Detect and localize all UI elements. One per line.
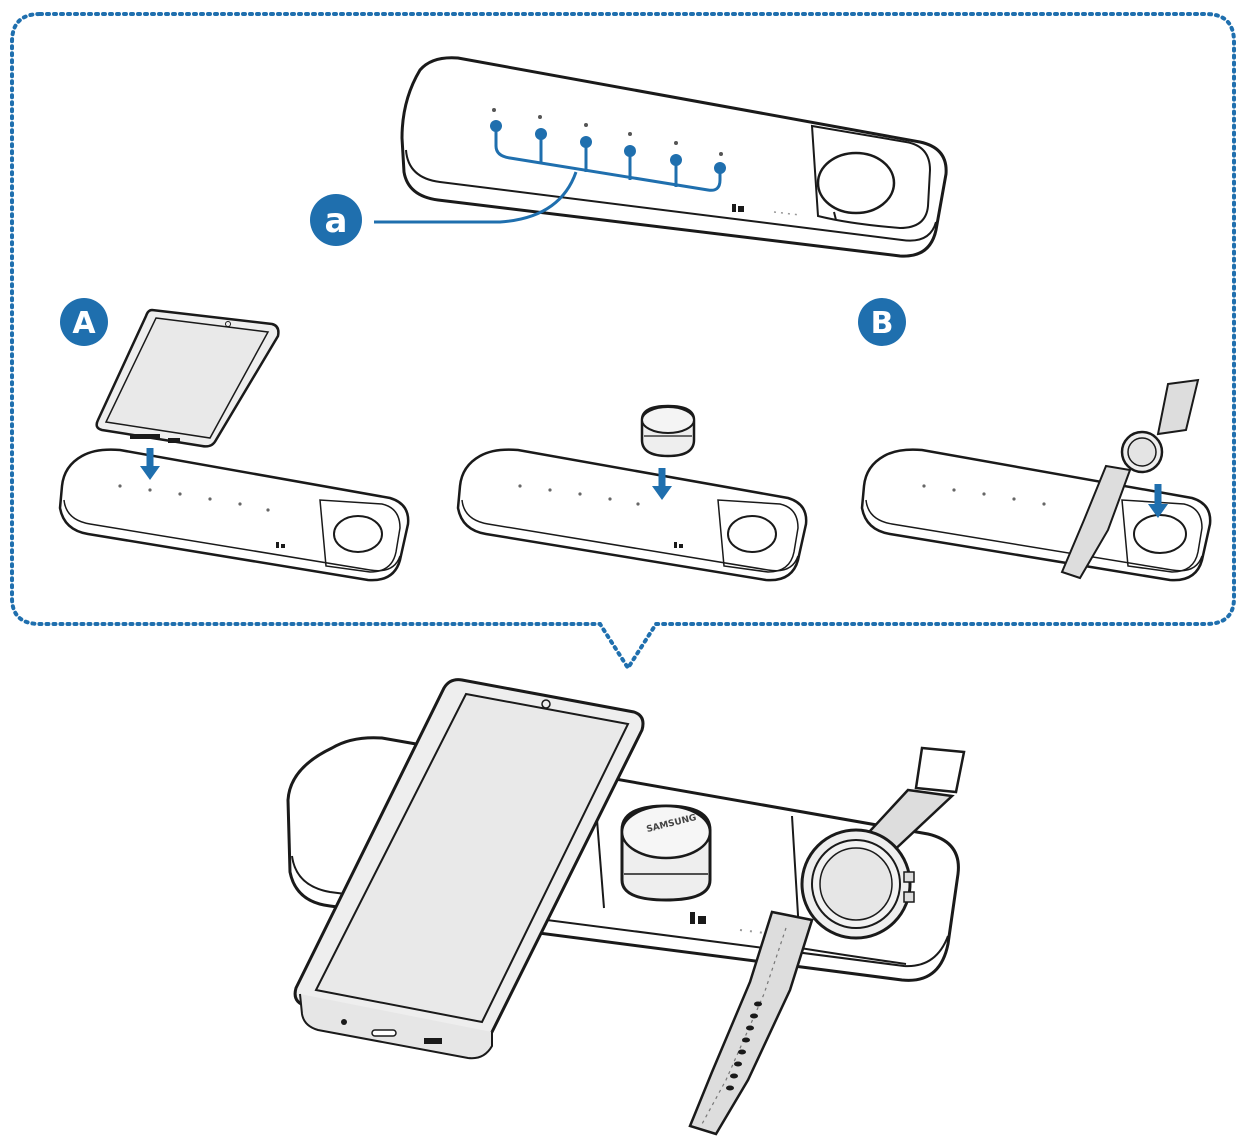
position-badge-b: B xyxy=(858,298,906,346)
callout-badge-a-label: a xyxy=(325,201,348,241)
phone-a xyxy=(95,308,280,448)
position-badge-a: A xyxy=(60,298,108,346)
earbuds-case: SAMSUNG xyxy=(620,804,712,902)
arrow-down-icon xyxy=(1148,484,1168,518)
earbuds-case-small xyxy=(640,404,696,458)
position-badge-b-label: B xyxy=(871,306,894,341)
smartphone xyxy=(293,678,645,1060)
watch-small xyxy=(1060,378,1200,580)
pad-b xyxy=(860,448,1212,582)
callout-badge-a: a xyxy=(310,194,362,246)
position-badge-a-label: A xyxy=(72,306,96,341)
dotted-callout-frame xyxy=(10,12,1236,672)
pad-middle xyxy=(456,448,808,582)
arrow-down-icon xyxy=(652,468,672,500)
pad-a xyxy=(58,448,410,582)
smartwatch xyxy=(688,746,966,1136)
watch-coil-ring xyxy=(816,151,896,215)
arrow-down-icon xyxy=(140,448,160,480)
led-indicator-callout xyxy=(374,120,726,224)
